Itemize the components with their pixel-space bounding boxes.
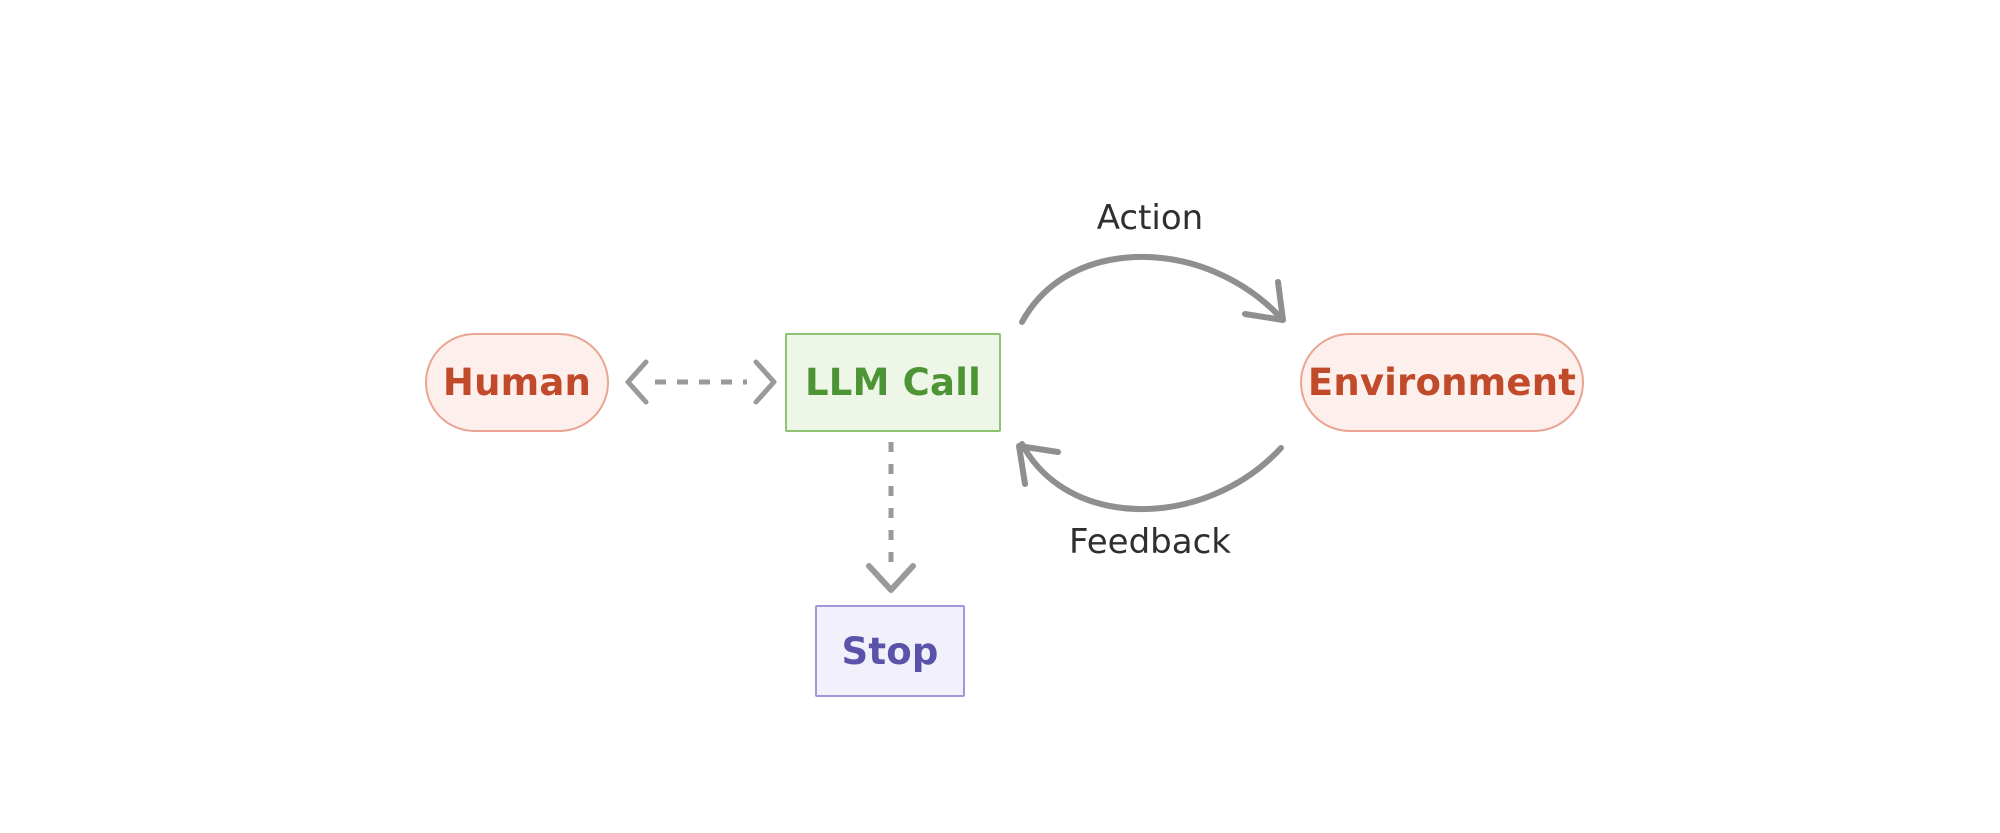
edge-label-feedback: Feedback (1069, 522, 1231, 562)
node-human[interactable]: Human (425, 333, 609, 432)
node-human-label: Human (442, 361, 592, 404)
edge-label-action: Action (1096, 198, 1204, 238)
edge-feedback-arc (1019, 441, 1284, 512)
edge-llm-stop (866, 442, 916, 593)
edge-llm-environment-action (1019, 254, 1286, 325)
edge-environment-llm-feedback (1016, 441, 1284, 512)
edge-action-arrowhead (1242, 279, 1286, 323)
edge-action-arc (1019, 254, 1284, 325)
edge-feedback-arrowhead (1016, 443, 1061, 487)
node-environment[interactable]: Environment (1300, 333, 1584, 432)
edge-human-llm (625, 359, 777, 405)
node-environment-label: Environment (1307, 361, 1577, 404)
node-stop[interactable]: Stop (815, 605, 965, 697)
node-llm-call-label: LLM Call (805, 361, 981, 404)
edge-llm-stop-arrowhead (866, 563, 916, 593)
node-stop-label: Stop (841, 629, 939, 673)
edge-human-llm-arrowhead-right (753, 359, 777, 405)
node-llm-call[interactable]: LLM Call (785, 333, 1001, 432)
edge-human-llm-arrowhead-left (625, 359, 649, 405)
